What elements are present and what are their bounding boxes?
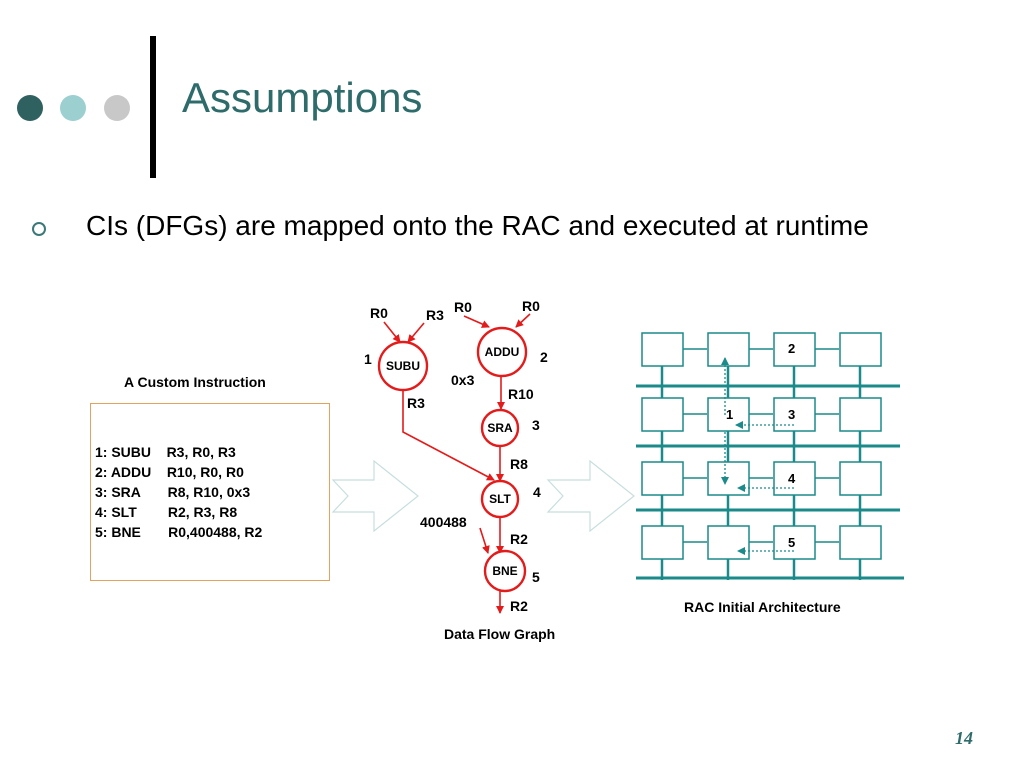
dfg-edge-label: R3 [407, 395, 425, 411]
dfg-edge [515, 313, 531, 328]
instruction-line: 3: SRA R8, R10, 0x3 [95, 484, 251, 500]
custom-instruction-title: A Custom Instruction [124, 374, 266, 390]
dfg-node-number: 1 [364, 351, 372, 367]
rac-caption: RAC Initial Architecture [684, 599, 841, 615]
rac-cell-number: 1 [726, 407, 733, 422]
dfg-node-label: ADDU [485, 345, 520, 359]
dfg-edge-label: 0x3 [451, 372, 475, 388]
dfg-edge [402, 390, 495, 481]
page-number: 14 [955, 728, 973, 748]
rac-cell-number: 5 [788, 535, 795, 550]
instruction-line: 5: BNE R0,400488, R2 [95, 524, 263, 540]
dfg-node-number: 2 [540, 349, 548, 365]
dfg-node-number: 5 [532, 569, 540, 585]
dfg-edge [383, 321, 401, 343]
slide-title: Assumptions [182, 74, 423, 121]
dfg-edge [479, 527, 490, 554]
dfg-edge [407, 322, 425, 343]
instruction-line: 2: ADDU R10, R0, R0 [95, 464, 244, 480]
flow-arrow-2 [546, 459, 635, 533]
bullet-icon [32, 222, 46, 236]
rac-cell-number: 2 [788, 341, 795, 356]
dfg-node-label: BNE [492, 564, 517, 578]
dfg-caption: Data Flow Graph [444, 626, 556, 642]
dfg-node-subu [377, 340, 429, 392]
instruction-line: 4: SLT R2, R3, R8 [95, 504, 238, 520]
decor-dot-dark [17, 95, 43, 121]
flow-arrow-1 [331, 459, 419, 533]
dfg-edge-label: R0 [454, 299, 472, 315]
dfg-edge-label: R2 [510, 531, 528, 547]
dfg-node-addu [476, 326, 528, 378]
rac-grid [636, 332, 904, 580]
dfg-edge-label: R10 [508, 386, 534, 402]
decor-dot-light [60, 95, 86, 121]
dfg-node-label: SRA [487, 421, 513, 435]
title-divider [150, 36, 156, 178]
dfg-node-number: 4 [533, 484, 541, 500]
custom-instruction-box [90, 403, 330, 581]
custom-instruction-list: 1: SUBU R3, R0, R3 2: ADDU R10, R0, R0 3… [95, 442, 262, 542]
dfg-edge-label: 400488 [420, 514, 467, 530]
dfg-node-sra [480, 408, 520, 448]
rac-cell-number: 3 [788, 407, 795, 422]
dfg-node-number: 3 [532, 417, 540, 433]
decor-dot-grey [104, 95, 130, 121]
bullet-text: CIs (DFGs) are mapped onto the RAC and e… [86, 210, 869, 241]
dfg-edge-label: R0 [522, 298, 540, 314]
rac-cell-number: 4 [788, 471, 796, 486]
instruction-line: 1: SUBU R3, R0, R3 [95, 444, 236, 460]
dfg-edge-label: R3 [426, 307, 444, 323]
dfg-edge-label: R8 [510, 456, 528, 472]
dfg-node-label: SLT [489, 492, 511, 506]
dfg-node-slt [480, 479, 520, 519]
dfg-edge-label: R0 [370, 305, 388, 321]
dfg-edge [463, 315, 490, 328]
dfg-node-label: SUBU [386, 359, 420, 373]
dfg-node-bne [483, 549, 527, 593]
dfg-edge-label: R2 [510, 598, 528, 614]
